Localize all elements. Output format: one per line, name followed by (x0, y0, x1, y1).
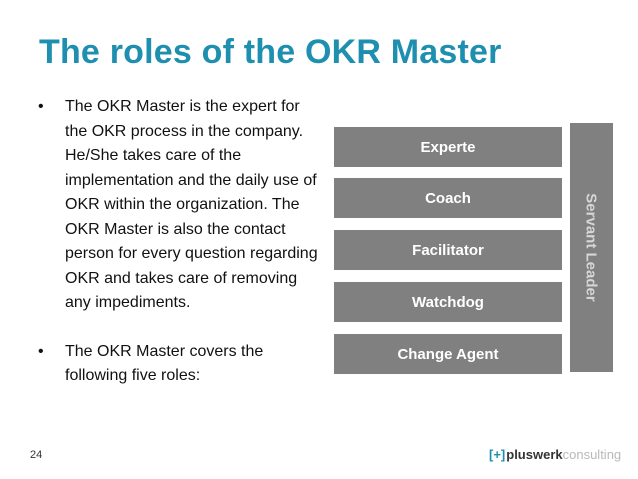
bullet-text: The OKR Master is the expert for the OKR… (65, 98, 318, 311)
bullet-item: • The OKR Master is the expert for the O… (38, 95, 320, 316)
logo-plus-icon: [+] (489, 446, 506, 462)
role-box-experte: Experte (334, 127, 562, 167)
logo-wordmark: pluswerk (506, 446, 563, 462)
page-number: 24 (30, 449, 43, 461)
role-box-change-agent: Change Agent (334, 334, 562, 374)
bullet-list: • The OKR Master is the expert for the O… (38, 95, 320, 389)
bullet-item: • The OKR Master covers the following fi… (38, 340, 320, 389)
bullet-dot-icon: • (38, 98, 44, 115)
bullet-dot-icon: • (38, 342, 44, 360)
logo-subtitle: consulting (562, 446, 622, 462)
role-box-facilitator: Facilitator (334, 230, 562, 270)
role-box-watchdog: Watchdog (334, 282, 562, 322)
servant-leader-bar: Servant Leader (570, 123, 613, 372)
slide-title: The roles of the OKR Master (39, 33, 502, 71)
servant-leader-label: Servant Leader (583, 193, 601, 302)
pluswerk-logo: [+] pluswerk consulting (489, 444, 621, 464)
bullet-text: The OKR Master covers the following five… (65, 342, 264, 385)
role-box-coach: Coach (334, 178, 562, 218)
